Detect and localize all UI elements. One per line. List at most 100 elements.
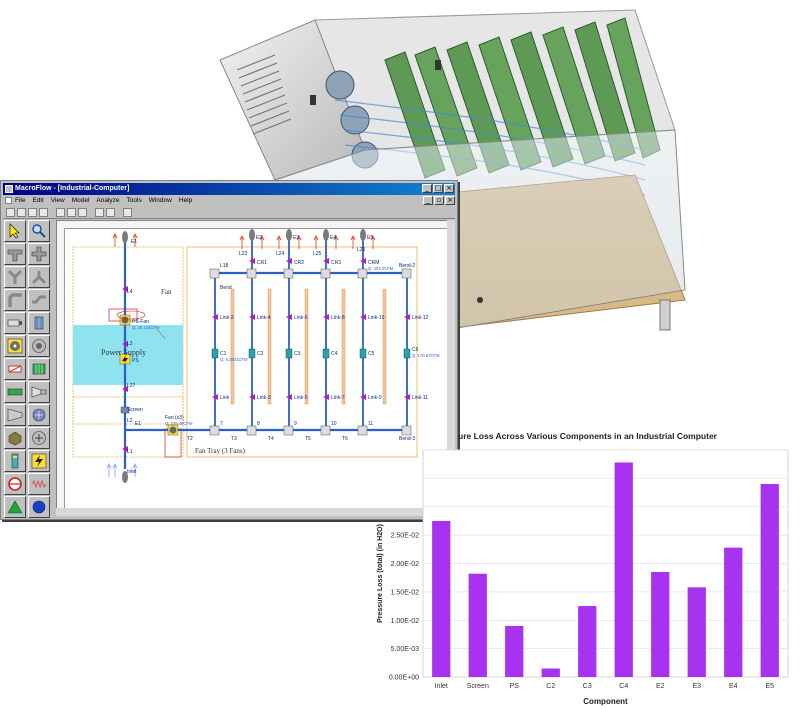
close-button[interactable]: × <box>444 184 454 193</box>
save-icon[interactable] <box>28 208 37 217</box>
x-axis-label: Component <box>583 697 628 706</box>
label-fan-section: Fan <box>161 288 172 296</box>
label-power-supply: Power Supply <box>101 348 146 357</box>
elbow-tool[interactable] <box>4 289 26 311</box>
bar <box>724 547 743 677</box>
c1-flow: Q: 9.3931CFM <box>220 357 248 362</box>
label-link11: Link-11 <box>412 395 428 401</box>
copy-icon[interactable] <box>67 208 76 217</box>
select-tool[interactable] <box>4 220 26 242</box>
pipe-tool[interactable] <box>4 381 26 403</box>
macroflow-window: MacroFlow - [Industrial-Computer] _ □ × … <box>0 180 458 520</box>
label-c4: C4 <box>331 351 338 357</box>
label-e3: E3 <box>293 235 299 241</box>
y-tick-label: 2.50E-02 <box>391 533 420 540</box>
contraction-icon <box>7 408 23 422</box>
filter-tool[interactable] <box>28 312 50 334</box>
component-palette <box>4 220 52 518</box>
label-t4: T4 <box>268 436 274 442</box>
bar <box>687 587 706 677</box>
screen-icon <box>32 363 46 375</box>
help-icon[interactable] <box>123 208 132 217</box>
grille-tool[interactable] <box>28 404 50 426</box>
cut-icon[interactable] <box>56 208 65 217</box>
menu-model[interactable]: Model <box>71 197 90 204</box>
label-n9: 9 <box>294 421 297 427</box>
contraction-tool[interactable] <box>4 404 26 426</box>
x-tick-label: Inlet <box>435 683 448 690</box>
new-file-icon[interactable] <box>6 208 15 217</box>
damper-icon <box>8 365 22 373</box>
open-file-icon[interactable] <box>17 208 26 217</box>
label-link4: Link-4 <box>257 315 271 321</box>
doc-close-button[interactable]: × <box>445 196 455 205</box>
component-icon <box>11 453 19 469</box>
label-l18: L18 <box>220 263 229 269</box>
offset-tool[interactable] <box>28 289 50 311</box>
run-icon[interactable] <box>95 208 104 217</box>
x-tick-label: E3 <box>692 683 701 690</box>
blower-tool[interactable] <box>28 335 50 357</box>
pump-tool[interactable] <box>4 473 26 495</box>
branch-tool[interactable] <box>28 266 50 288</box>
nozzle-tool[interactable] <box>28 381 50 403</box>
paste-icon[interactable] <box>78 208 87 217</box>
doc-restore-button[interactable]: ▫ <box>434 196 444 205</box>
card-cage-enclosure <box>186 246 418 458</box>
tee-tool[interactable] <box>4 243 26 265</box>
menu-analyze[interactable]: Analyze <box>96 197 120 204</box>
horizontal-scrollbar[interactable] <box>56 508 449 516</box>
menu-edit[interactable]: Edit <box>32 197 44 204</box>
zoom-tool[interactable] <box>28 220 50 242</box>
menu-tools[interactable]: Tools <box>126 197 142 204</box>
zigzag-icon <box>31 479 47 489</box>
label-ps-fan: PS-Fan <box>132 319 149 325</box>
label-c1: C1 <box>220 351 227 357</box>
maximize-button[interactable]: □ <box>433 184 443 193</box>
doc-minimize-button[interactable]: _ <box>423 196 433 205</box>
screen-tool[interactable] <box>28 358 50 380</box>
label-link2: Link-2 <box>220 315 234 321</box>
toolbar <box>3 207 455 219</box>
vertical-scrollbar[interactable] <box>447 220 455 509</box>
x-tick-label: C2 <box>546 683 555 690</box>
offset-icon <box>32 295 46 304</box>
bar <box>578 606 597 677</box>
ps-fan-flow: Q: 35.134CFM <box>132 325 160 330</box>
wye-tool[interactable] <box>4 266 26 288</box>
boundary-tool[interactable] <box>4 496 26 518</box>
print-icon[interactable] <box>39 208 48 217</box>
fan-icon <box>7 338 23 354</box>
duct-tool[interactable] <box>4 312 26 334</box>
grille-icon <box>32 408 46 422</box>
menu-file[interactable]: File <box>15 197 26 204</box>
bar <box>505 625 524 677</box>
node-tool[interactable] <box>28 496 50 518</box>
heatsink-tool[interactable] <box>4 427 26 449</box>
resistance-tool[interactable] <box>28 450 50 472</box>
lightning-icon <box>31 453 47 469</box>
damper-tool[interactable] <box>4 358 26 380</box>
menu-help[interactable]: Help <box>178 197 193 204</box>
label-l26: L26 <box>357 247 366 253</box>
cross-tool[interactable] <box>28 243 50 265</box>
vent-tool[interactable] <box>28 427 50 449</box>
results-icon[interactable] <box>106 208 115 217</box>
x-tick-label: E5 <box>765 683 774 690</box>
label-fan-tray: Fan Tray (3 Fans) <box>195 447 246 455</box>
label-link6: Link-6 <box>294 315 308 321</box>
x-tick-label: PS <box>510 683 520 690</box>
vent-icon <box>32 431 46 445</box>
fan-tool[interactable] <box>4 335 26 357</box>
menu-window[interactable]: Window <box>148 197 172 204</box>
document-icon[interactable] <box>5 197 12 204</box>
blower-icon <box>32 339 46 353</box>
spring-tool[interactable] <box>28 473 50 495</box>
arrow-cursor-icon <box>9 223 20 239</box>
component-tool[interactable] <box>4 450 26 472</box>
wye-icon <box>7 269 23 284</box>
label-bend3: Bend-3 <box>399 436 415 442</box>
menu-view[interactable]: View <box>50 197 65 204</box>
minimize-button[interactable]: _ <box>422 184 432 193</box>
